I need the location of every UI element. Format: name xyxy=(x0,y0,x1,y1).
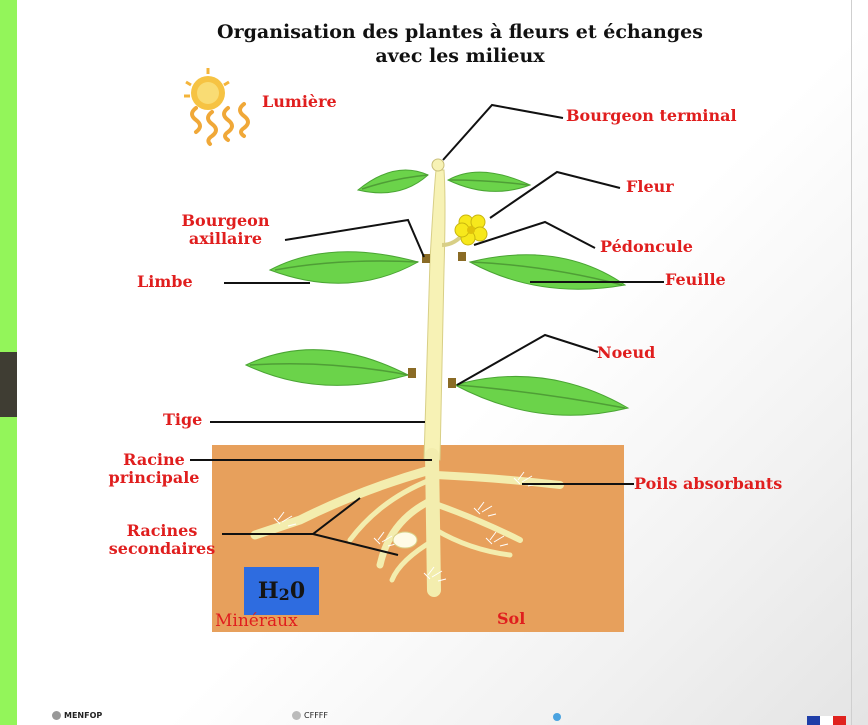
label-pedoncule: Pédoncule xyxy=(600,238,693,256)
label-sol: Sol xyxy=(497,610,525,628)
stem xyxy=(424,159,465,460)
footer-middle-text: CFFFF xyxy=(304,711,328,720)
footer-left-text: MENFOP xyxy=(64,711,102,720)
sun-icon xyxy=(184,68,248,144)
water-subscript: 2 xyxy=(279,585,290,604)
water-symbol: H xyxy=(258,578,279,604)
label-tige: Tige xyxy=(163,411,202,429)
footer-middle-logo: CFFFF xyxy=(292,711,328,720)
label-limbe: Limbe xyxy=(137,273,193,291)
label-racines-secondaires-line1: Racines xyxy=(102,522,222,540)
root-nodule xyxy=(393,532,417,548)
label-racines-secondaires-line2: secondaires xyxy=(102,540,222,558)
water-suffix: 0 xyxy=(290,578,305,604)
label-lumiere: Lumière xyxy=(262,93,337,111)
label-bourgeon-axillaire-line1: Bourgeon xyxy=(163,212,288,230)
label-bourgeon-axillaire: Bourgeon axillaire xyxy=(163,212,288,248)
flower-icon xyxy=(455,215,487,245)
footer-middle-logo-icon xyxy=(292,711,301,720)
label-racine-principale: Racine principale xyxy=(98,451,210,487)
footer-logo-mark xyxy=(553,713,561,721)
footer-left-logo: MENFOP xyxy=(52,711,102,720)
label-poils-absorbants: Poils absorbants xyxy=(634,475,782,493)
label-racine-principale-line2: principale xyxy=(98,469,210,487)
label-racines-secondaires: Racines secondaires xyxy=(102,522,222,558)
label-noeud: Noeud xyxy=(597,344,655,362)
label-bourgeon-terminal: Bourgeon terminal xyxy=(566,107,737,125)
label-racine-principale-line1: Racine xyxy=(98,451,210,469)
footer-left-logo-icon xyxy=(52,711,61,720)
label-bourgeon-axillaire-line2: axillaire xyxy=(163,230,288,248)
label-feuille: Feuille xyxy=(665,271,726,289)
label-fleur: Fleur xyxy=(626,178,674,196)
footer-flag xyxy=(807,716,846,725)
label-mineraux: Minéraux xyxy=(215,612,298,630)
